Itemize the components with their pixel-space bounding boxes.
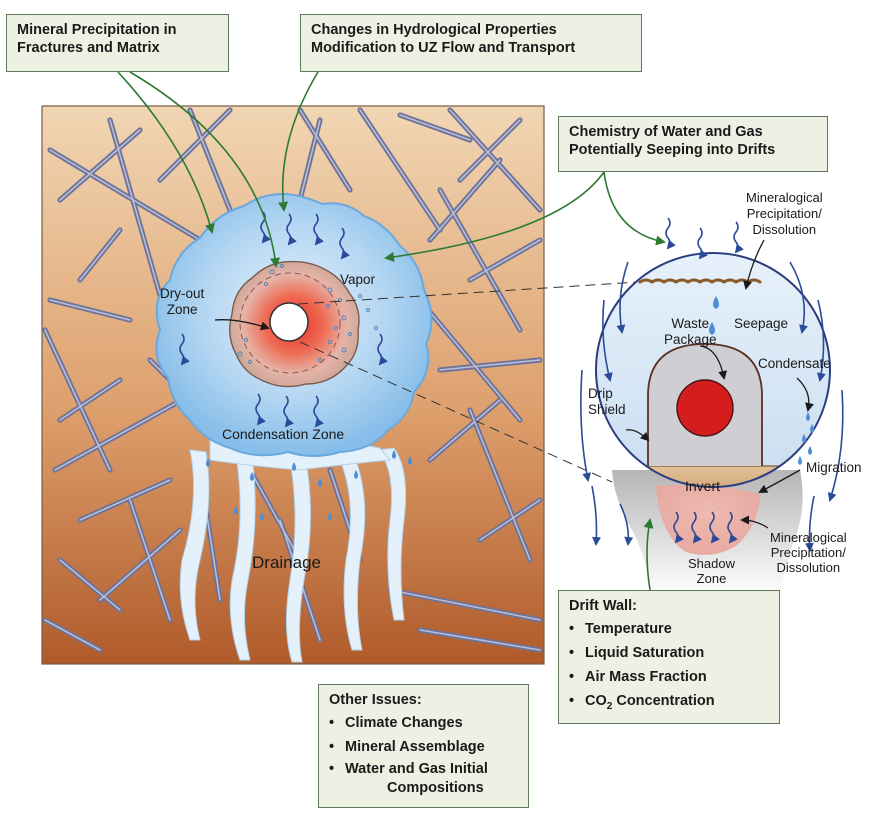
list-item: •Air Mass Fraction (569, 665, 769, 689)
condensation-zone-label: Condensation Zone (222, 426, 344, 442)
callout-line: Chemistry of Water and Gas (569, 123, 817, 141)
label-line: Shield (588, 402, 626, 418)
bullet: • (329, 711, 345, 735)
list-item: •Temperature (569, 617, 769, 641)
callout-chemistry: Chemistry of Water and Gas Potentially S… (558, 116, 828, 172)
callout-line: Modification to UZ Flow and Transport (311, 39, 631, 57)
bullet: • (569, 665, 585, 689)
dry-out-zone-label: Dry-out Zone (160, 286, 204, 318)
shadow-zone-label: Shadow Zone (688, 556, 735, 586)
waste-package-label: Waste Package (664, 316, 717, 348)
drainage-label: Drainage (252, 553, 321, 573)
list-item-text: Liquid Saturation (585, 645, 704, 661)
list-item: •Water and Gas Initial (329, 759, 518, 779)
list-item-text: Temperature (585, 621, 672, 637)
label-line: Dissolution (746, 222, 823, 238)
callout-line: Potentially Seeping into Drifts (569, 141, 817, 159)
vapor-label: Vapor (340, 272, 375, 287)
label-line: Precipitation/ (770, 545, 847, 560)
label-line: Drip (588, 386, 626, 402)
bullet: • (569, 617, 585, 641)
list-item-text: Air Mass Fraction (585, 669, 707, 685)
seepage-label: Seepage (734, 316, 788, 331)
drift-wall-title: Drift Wall: (569, 597, 769, 615)
mineralogical-label-top: Mineralogical Precipitation/ Dissolution (746, 190, 823, 238)
label-line: Mineralogical (746, 190, 823, 206)
list-item-text: Mineral Assemblage (345, 739, 485, 755)
callout-mineral-precipitation: Mineral Precipitation in Fractures and M… (6, 14, 229, 72)
label-line: Mineralogical (770, 530, 847, 545)
mineralogical-label-bottom: Mineralogical Precipitation/ Dissolution (770, 530, 847, 575)
other-issues-title: Other Issues: (329, 691, 518, 709)
bullet: • (569, 689, 585, 713)
list-item: •Climate Changes (329, 711, 518, 735)
label-line: Precipitation/ (746, 206, 823, 222)
invert-label: Invert (685, 478, 720, 494)
list-item: •Liquid Saturation (569, 641, 769, 665)
list-item: •CO2 Concentration (569, 689, 769, 719)
list-item-continuation: Compositions (329, 779, 518, 797)
label-line: Zone (160, 302, 204, 318)
bullet: • (329, 759, 345, 779)
drip-shield-label: Drip Shield (588, 386, 626, 418)
label-line: Dissolution (770, 560, 847, 575)
label-line: Zone (688, 571, 735, 586)
list-item-text: Climate Changes (345, 715, 463, 731)
condensate-label: Condensate (758, 356, 831, 371)
callout-line: Mineral Precipitation in (17, 21, 218, 39)
callout-line: Fractures and Matrix (17, 39, 218, 57)
list-item-text: Water and Gas Initial (345, 761, 488, 777)
callout-line: Changes in Hydrological Properties (311, 21, 631, 39)
label-line: Package (664, 332, 717, 348)
bullet: • (329, 735, 345, 759)
callout-drift-wall: Drift Wall: •Temperature •Liquid Saturat… (558, 590, 780, 724)
bullet: • (569, 641, 585, 665)
list-item: •Mineral Assemblage (329, 735, 518, 759)
label-line: Shadow (688, 556, 735, 571)
list-item-text: Compositions (387, 780, 484, 796)
label-line: Waste (664, 316, 717, 332)
label-line: Dry-out (160, 286, 204, 302)
migration-label: Migration (806, 460, 862, 475)
callout-hydrological-properties: Changes in Hydrological Properties Modif… (300, 14, 642, 72)
co2-item: CO2 Concentration (585, 693, 715, 709)
callout-other-issues: Other Issues: •Climate Changes •Mineral … (318, 684, 529, 808)
